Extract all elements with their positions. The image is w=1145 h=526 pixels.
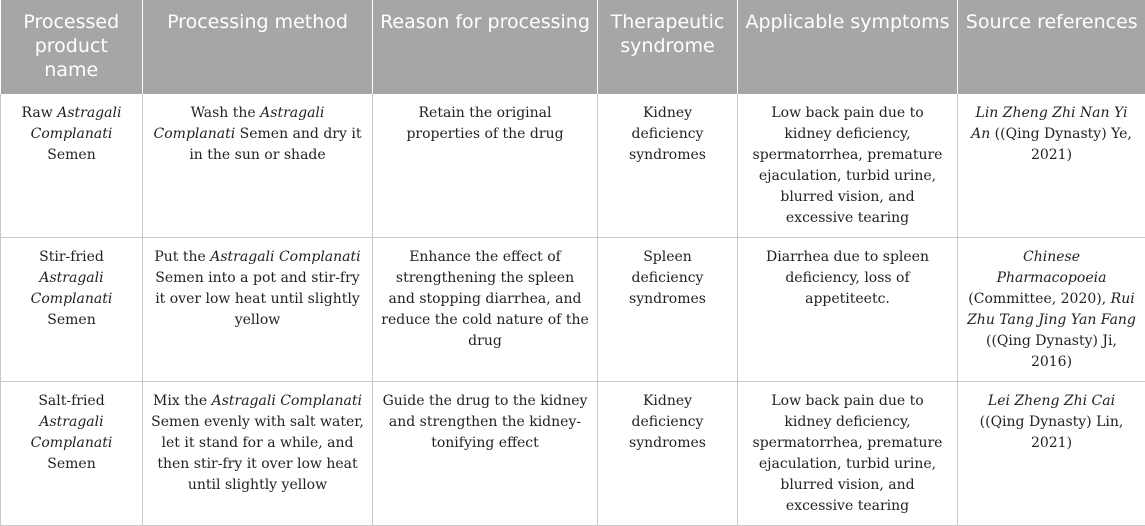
cell-symptoms: Low back pain due to kidney deficiency, …: [738, 94, 958, 238]
cell-source: Chinese Pharmacopoeia (Committee, 2020),…: [958, 238, 1145, 382]
header-syndrome: Therapeutic syndrome: [598, 0, 738, 94]
cell-symptoms: Diarrhea due to spleen deficiency, loss …: [738, 238, 958, 382]
cell-syndrome: Kidney deficiency syndromes: [598, 382, 738, 526]
cell-reason: Enhance the effect of strengthening the …: [373, 238, 598, 382]
header-product-name: Processed product name: [1, 0, 143, 94]
table-row: Raw Astragali Complanati Semen Wash the …: [1, 94, 1145, 238]
header-reason: Reason for processing: [373, 0, 598, 94]
cell-source: Lin Zheng Zhi Nan Yi An ((Qing Dynasty) …: [958, 94, 1145, 238]
header-symptoms: Applicable symptoms: [738, 0, 958, 94]
table-row: Salt-fried Astragali Complanati Semen Mi…: [1, 382, 1145, 526]
table-row: Stir-fried Astragali Complanati Semen Pu…: [1, 238, 1145, 382]
cell-syndrome: Kidney deficiency syndromes: [598, 94, 738, 238]
cell-source: Lei Zheng Zhi Cai ((Qing Dynasty) Lin, 2…: [958, 382, 1145, 526]
cell-product-name: Raw Astragali Complanati Semen: [1, 94, 143, 238]
cell-processing-method: Wash the Astragali Complanati Semen and …: [143, 94, 373, 238]
cell-symptoms: Low back pain due to kidney deficiency, …: [738, 382, 958, 526]
header-source: Source references: [958, 0, 1145, 94]
cell-reason: Retain the original properties of the dr…: [373, 94, 598, 238]
cell-product-name: Salt-fried Astragali Complanati Semen: [1, 382, 143, 526]
cell-product-name: Stir-fried Astragali Complanati Semen: [1, 238, 143, 382]
header-processing-method: Processing method: [143, 0, 373, 94]
cell-processing-method: Put the Astragali Complanati Semen into …: [143, 238, 373, 382]
header-row: Processed product name Processing method…: [1, 0, 1145, 94]
cell-syndrome: Spleen deficiency syndromes: [598, 238, 738, 382]
cell-reason: Guide the drug to the kidney and strengt…: [373, 382, 598, 526]
cell-processing-method: Mix the Astragali Complanati Semen evenl…: [143, 382, 373, 526]
